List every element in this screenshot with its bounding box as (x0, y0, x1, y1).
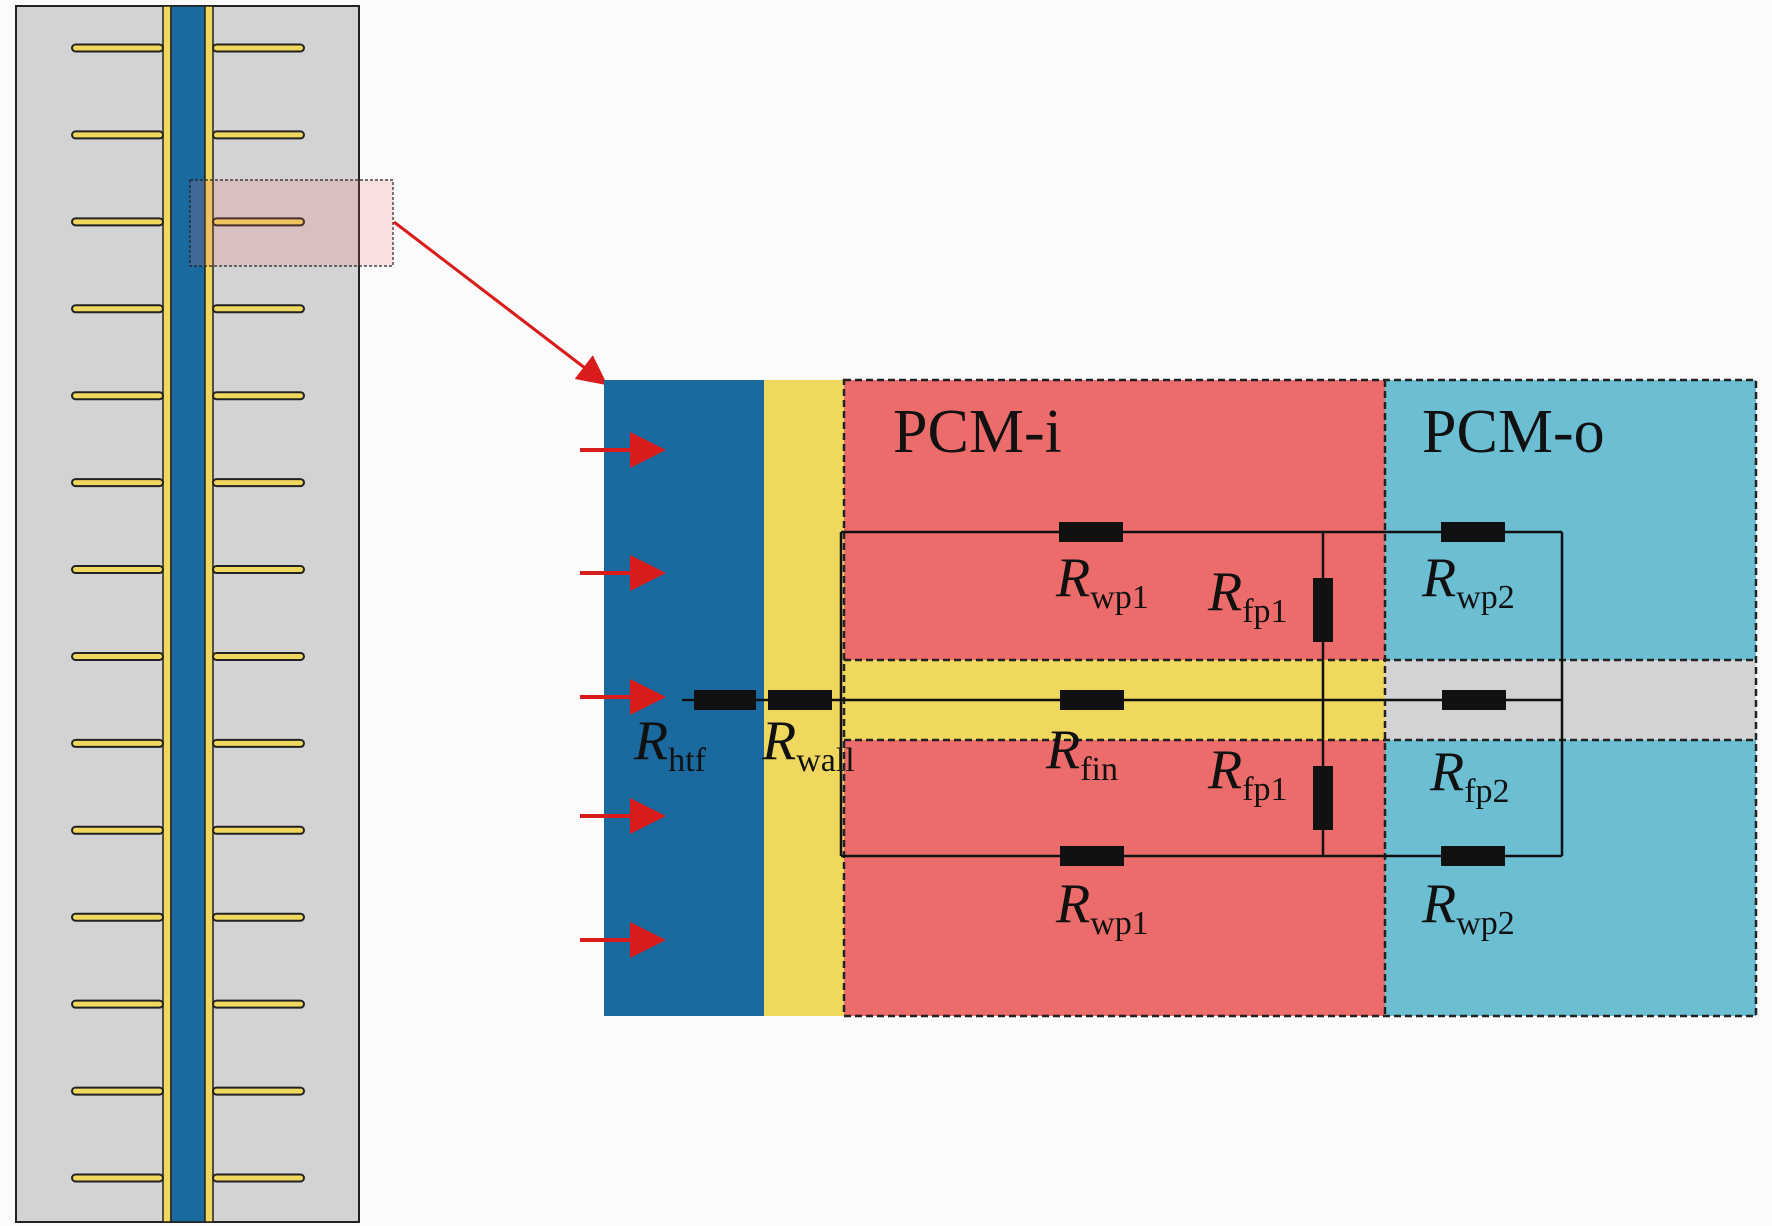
label-r-htf: Rhtf (633, 710, 707, 779)
fin-right (212, 565, 305, 575)
heat-flux-arrow-head (630, 432, 666, 468)
resistor-wp1-top (1059, 522, 1123, 542)
label-r-fp1-bottom: Rfp1 (1207, 739, 1288, 808)
heat-flux-arrow-head (630, 679, 666, 715)
fin-left (71, 825, 164, 835)
resistor-wp2-top (1441, 522, 1505, 542)
fin-right (212, 651, 305, 661)
fin-left (71, 217, 164, 227)
fin-right (212, 912, 305, 922)
label-r-fin: Rfin (1045, 719, 1118, 788)
zoom-selection-box (189, 179, 394, 267)
heat-flux-arrow-head (630, 555, 666, 591)
fin-right (212, 1086, 305, 1096)
fin-left (71, 304, 164, 314)
label-r-wp2-top: Rwp2 (1421, 547, 1515, 616)
fin-right (212, 391, 305, 401)
fin-right (212, 999, 305, 1009)
fin-right (212, 1173, 305, 1183)
fin-left (71, 999, 164, 1009)
fin-left (71, 1173, 164, 1183)
tube-wall-right (204, 5, 214, 1223)
label-r-fp1-top: Rfp1 (1207, 561, 1288, 630)
pcm-inner-label: PCM-i (893, 398, 1062, 466)
zoom-arrow (393, 220, 608, 386)
resistor-wall (768, 690, 832, 710)
fin-left (71, 1086, 164, 1096)
fin-left (71, 565, 164, 575)
finned-tube-overview (15, 5, 394, 1223)
region-boundaries (842, 378, 1758, 1018)
label-r-wp1-top: Rwp1 (1055, 547, 1149, 616)
fin-left (71, 478, 164, 488)
resistors (694, 522, 1506, 866)
fin-right (212, 304, 305, 314)
fin-left (71, 912, 164, 922)
heat-flux-arrows (580, 432, 666, 958)
fin-left (71, 43, 164, 53)
fin-left (71, 738, 164, 748)
fin-right (212, 217, 305, 227)
fin-right (212, 825, 305, 835)
tube-wall-left (162, 5, 172, 1223)
resistor-fp1-top (1313, 578, 1333, 642)
heat-flux-arrow-head (630, 922, 666, 958)
fin-right (212, 738, 305, 748)
resistor-fin (1060, 690, 1124, 710)
fin-right (212, 43, 305, 53)
fin-right (212, 130, 305, 140)
resistor-wp2-bottom (1441, 846, 1505, 866)
fin-left (71, 391, 164, 401)
heat-flux-arrow-head (630, 798, 666, 834)
fins (71, 43, 305, 1183)
label-r-wp1-bottom: Rwp1 (1055, 873, 1149, 942)
htf-channel (170, 5, 206, 1223)
fin-left (71, 130, 164, 140)
label-r-fp2: Rfp2 (1429, 741, 1510, 810)
resistor-fp1-bottom (1313, 766, 1333, 830)
resistor-htf (694, 690, 756, 710)
label-r-wp2-bottom: Rwp2 (1421, 873, 1515, 942)
label-r-wall: Rwall (761, 710, 855, 779)
resistor-wp1-bottom (1060, 846, 1124, 866)
fin-left (71, 651, 164, 661)
zoomed-region: PCM-i PCM-o Rhtf Rwall (580, 378, 1758, 1018)
fin-right (212, 478, 305, 488)
resistor-fin-outer (1442, 690, 1506, 710)
pcm-outer-label: PCM-o (1422, 398, 1605, 466)
